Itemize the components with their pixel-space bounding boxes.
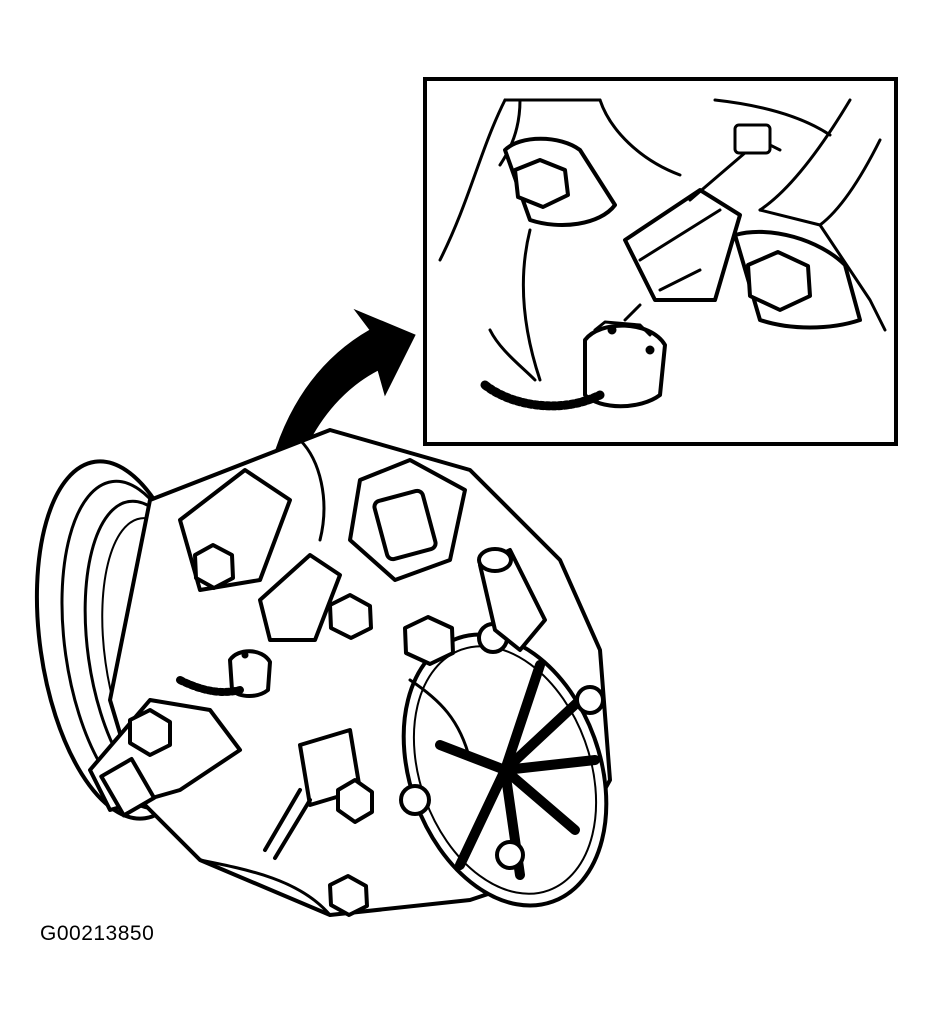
figure-id-label: G00213850 xyxy=(40,922,155,945)
detail-inset xyxy=(423,77,898,446)
left-hex-bolt-icon xyxy=(513,158,570,209)
pressure-switch-icon xyxy=(583,303,667,409)
coiled-wire xyxy=(480,380,605,411)
ac-compressor-icon xyxy=(34,428,612,917)
inset-contents xyxy=(438,98,887,411)
mount-bolt-icon xyxy=(193,543,235,590)
right-hex-bolt-icon xyxy=(746,250,812,312)
